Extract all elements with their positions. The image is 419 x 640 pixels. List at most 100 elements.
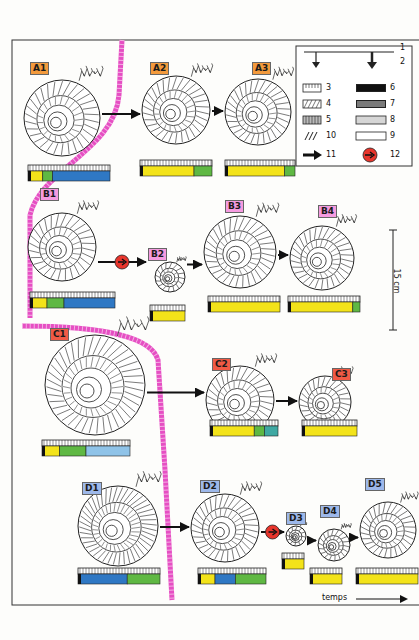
rib (219, 495, 222, 508)
axis-label: temps (322, 593, 347, 603)
rib (274, 96, 286, 100)
legend-frame (296, 46, 412, 166)
specimen-label: B4 (318, 205, 337, 218)
bar-tick (45, 165, 46, 171)
rib (129, 513, 137, 518)
legend-sample-ticks (306, 84, 318, 88)
bar-tick (349, 420, 350, 426)
rib (54, 143, 58, 154)
bar-segment (86, 446, 130, 456)
bar-tick (290, 553, 291, 559)
rib (329, 537, 330, 540)
bar-tick (68, 440, 69, 446)
rib (243, 268, 247, 273)
bar-tick (131, 568, 132, 574)
rib (404, 526, 415, 527)
rib (224, 412, 227, 415)
rib (29, 243, 39, 248)
rib (130, 518, 138, 522)
rib (286, 535, 289, 536)
whorl (293, 536, 296, 539)
specimen-label: A2 (150, 62, 169, 75)
marker-arrow (269, 529, 277, 535)
whorl (46, 235, 73, 262)
shell-outline (155, 262, 185, 292)
rib (86, 544, 97, 548)
rib (156, 280, 161, 281)
bar-top (42, 440, 130, 446)
legend-sample-bar (303, 116, 321, 124)
bar-segment (60, 446, 86, 456)
rib (397, 526, 403, 528)
rib (333, 536, 335, 539)
bar-tick (376, 568, 377, 574)
bar-segment (235, 574, 266, 584)
rib (145, 99, 154, 106)
rib (205, 255, 216, 258)
rib (341, 259, 353, 262)
whorl (236, 93, 277, 134)
rib (224, 544, 226, 549)
rib (230, 233, 231, 240)
rib (47, 84, 49, 98)
rib (130, 496, 142, 506)
specimen-node: C1 (43, 328, 147, 437)
rib (68, 261, 73, 265)
rib (245, 524, 258, 526)
rib (86, 408, 87, 415)
rib (304, 388, 309, 395)
specimen-node: D2 (189, 480, 261, 564)
bar-tick (187, 160, 188, 166)
rib (319, 227, 323, 239)
rib (215, 496, 217, 509)
bar-tick (62, 440, 63, 446)
rib (258, 236, 271, 240)
bar-tick (364, 568, 365, 574)
bar-tick (230, 420, 231, 426)
range-bar (78, 568, 160, 584)
bar-segment (210, 426, 254, 436)
rib (133, 547, 140, 559)
rib (299, 536, 301, 537)
rib (63, 387, 70, 389)
bar-tick (77, 440, 78, 446)
rib (111, 380, 122, 384)
rib (386, 514, 387, 520)
bar-tick (213, 296, 214, 302)
whorl (317, 401, 324, 408)
ammonite (78, 471, 161, 566)
rib (59, 263, 60, 268)
rib (261, 248, 275, 250)
rib (175, 133, 176, 143)
rib (27, 106, 37, 114)
whorl (40, 227, 82, 269)
rib (260, 401, 272, 404)
bar-tick (336, 568, 337, 574)
suture-line (255, 353, 276, 366)
bar-tick (41, 292, 42, 298)
rib (252, 253, 260, 254)
rib (78, 262, 85, 271)
rib (54, 229, 56, 236)
specimen-label: B1 (40, 188, 59, 201)
bar-tick (208, 160, 209, 166)
suture-line (136, 471, 161, 487)
rib (71, 257, 77, 260)
rib (337, 271, 344, 279)
rib (302, 261, 306, 262)
bar-tick (54, 165, 55, 171)
bar-tick (284, 553, 285, 559)
rib (258, 134, 259, 144)
bar-tick (388, 568, 389, 574)
rib (232, 499, 241, 509)
shell-outline (318, 529, 350, 561)
bar-tick (57, 165, 58, 171)
rib (239, 120, 243, 122)
rib (246, 385, 251, 391)
rib (324, 241, 327, 247)
rib (250, 262, 257, 264)
specimen-node: B4 (288, 205, 356, 292)
specimen-label: A3 (252, 62, 271, 75)
bar-tick (415, 568, 416, 574)
rib (333, 383, 341, 389)
